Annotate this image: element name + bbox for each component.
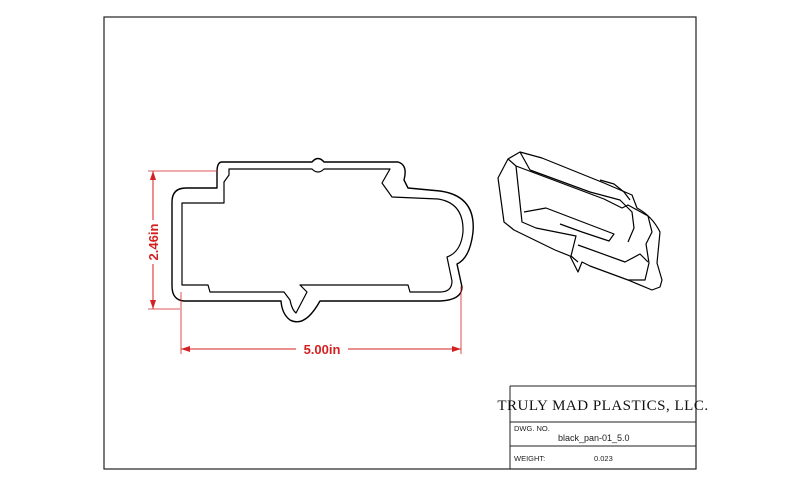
height-arrow-top bbox=[150, 171, 156, 180]
front-view-outer-outline bbox=[171, 157, 474, 323]
dwg-no-value: black_pan-01_5.0 bbox=[558, 433, 630, 443]
iso-detail-lip bbox=[599, 179, 631, 201]
company-name: TRULY MAD PLASTICS, LLC. bbox=[497, 398, 708, 414]
width-label-bg bbox=[296, 340, 348, 358]
width-dimension-label: 5.00in bbox=[304, 342, 341, 357]
height-dimension-label: 2.46in bbox=[146, 224, 161, 261]
weight-value: 0.023 bbox=[594, 454, 613, 463]
iso-inner-rim-right bbox=[529, 169, 635, 243]
weight-label: WEIGHT: bbox=[514, 454, 545, 463]
width-arrow-left bbox=[181, 346, 190, 352]
iso-outer-outline bbox=[497, 151, 663, 291]
iso-back-edge bbox=[519, 151, 531, 171]
isometric-view bbox=[497, 151, 663, 291]
title-block bbox=[509, 385, 696, 469]
front-view-inner-outline bbox=[181, 168, 464, 314]
iso-inner-wall-left bbox=[515, 165, 579, 263]
iso-top-rim bbox=[507, 158, 653, 281]
iso-inner-ledge bbox=[523, 207, 615, 242]
drawing-border bbox=[103, 16, 697, 470]
iso-inner-floor bbox=[577, 244, 649, 263]
height-arrow-bottom bbox=[150, 300, 156, 309]
dwg-no-label: DWG. NO. bbox=[514, 424, 550, 433]
width-arrow-right bbox=[452, 346, 461, 352]
height-label-bg bbox=[145, 220, 161, 264]
